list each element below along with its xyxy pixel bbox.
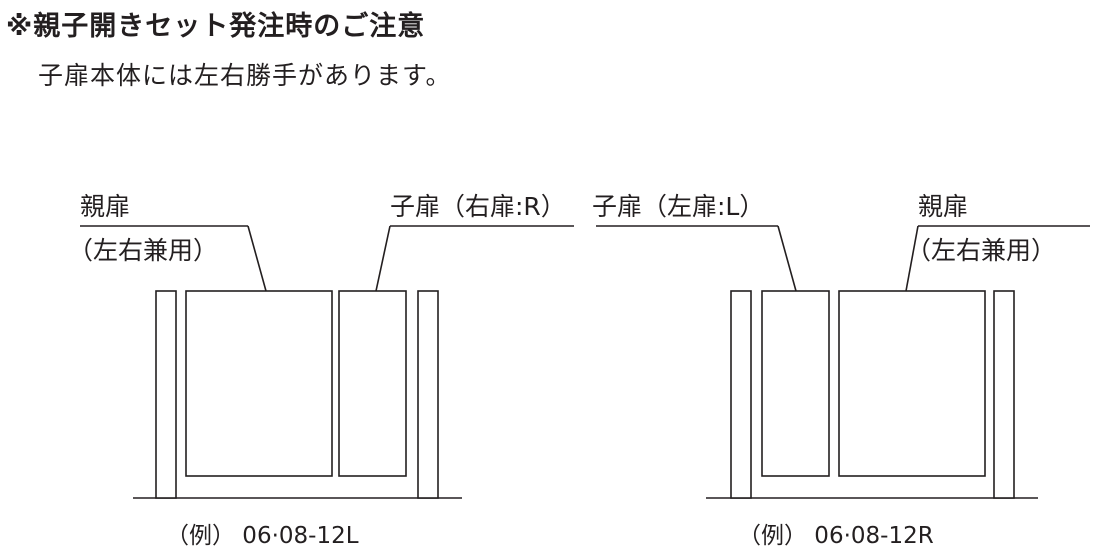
right-post (993, 290, 1015, 499)
label-child-door: 子扉（左扉:L） (592, 192, 764, 221)
notice-text: 子扉本体には左右勝手があります。 (38, 61, 452, 90)
parent-door (838, 290, 986, 477)
left-post (730, 290, 752, 499)
leader-line-child (777, 225, 797, 292)
leader-line-parent (247, 225, 267, 292)
diagram-right: 子扉（左扉:L） 親扉 （左右兼用） （例） 06·08-12R (592, 192, 1090, 549)
label-parent-door-sub: （左右兼用） (906, 236, 1056, 265)
parent-door (185, 290, 333, 477)
child-door-right (338, 290, 407, 477)
label-child-door: 子扉（右扉:R） (390, 192, 566, 221)
child-door-left (761, 290, 830, 477)
label-parent-door: 親扉 (80, 192, 130, 221)
label-parent-door: 親扉 (918, 192, 968, 221)
right-post (417, 290, 439, 499)
leader-line-child (375, 225, 391, 292)
diagram-left: 親扉 （左右兼用） 子扉（右扉:R） （例） 06·08-12L (68, 192, 574, 549)
notice-title: ※親子開きセット発注時のご注意 (6, 11, 426, 42)
label-parent-door-sub: （左右兼用） (68, 236, 218, 265)
leader-line-parent (905, 225, 919, 292)
caption-right: （例） 06·08-12R (738, 523, 934, 549)
left-post (155, 290, 177, 499)
caption-left: （例） 06·08-12L (166, 523, 359, 549)
